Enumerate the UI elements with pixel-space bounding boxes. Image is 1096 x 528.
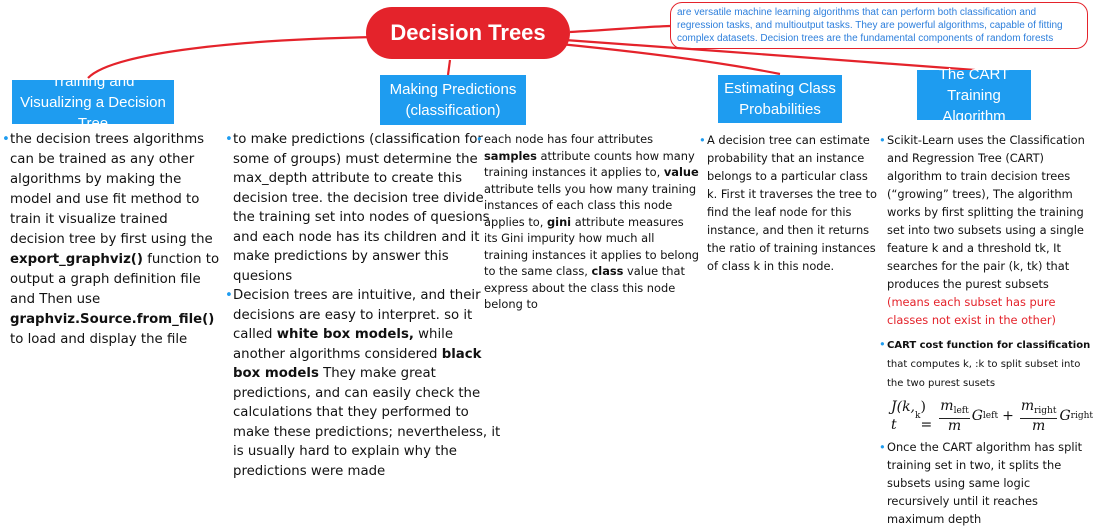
bullet-text: each node has four attributes samples at… — [484, 132, 699, 311]
text-run: value that express about the class this … — [484, 264, 685, 311]
topic-cart-algorithm[interactable]: The CART Training Algorithm — [917, 66, 1031, 125]
formula-m-left-sub: left — [953, 406, 969, 416]
root-node[interactable]: Decision Trees — [366, 7, 570, 59]
formula-lhs-end: ) = — [920, 399, 933, 433]
bullet-item: • to make predictions (classification fo… — [225, 130, 501, 286]
text-run: Scikit-Learn uses the Classification and… — [887, 133, 1085, 291]
bullet-dot-icon: • — [2, 132, 10, 147]
formula-lhs-sub: k — [915, 411, 921, 421]
connector-root-topic4 — [564, 38, 976, 72]
text-run: attribute counts how many training insta… — [484, 148, 695, 180]
column-estimate: • A decision tree can estimate probabili… — [699, 131, 881, 275]
bullet-dot-icon: • — [476, 132, 483, 146]
column-training: • the decision trees algorithms can be t… — [2, 130, 224, 350]
bullet-text: Scikit-Learn uses the Classification and… — [887, 133, 1085, 327]
bullet-text: the decision trees algorithms can be tra… — [10, 132, 219, 347]
fraction-right: mright m — [1019, 398, 1058, 434]
bullet-item: • A decision tree can estimate probabili… — [699, 131, 881, 275]
text-run: each node has four attributes — [484, 132, 654, 146]
bullet-dot-icon: • — [879, 440, 886, 454]
column-predictions: • to make predictions (classification fo… — [225, 130, 501, 481]
column-cart: • Scikit-Learn uses the Classification a… — [879, 131, 1093, 528]
connector-root-topic3 — [559, 42, 781, 76]
bold-term: white box models, — [276, 327, 414, 342]
text-run: Decision trees are intuitive, and their … — [233, 288, 481, 342]
bold-term: black box models — [233, 346, 482, 382]
topic-label: The CART Training Algorithm — [938, 65, 1010, 125]
bullet-dot-icon: • — [225, 288, 233, 303]
topic-label: Estimating Class Probabilities — [724, 80, 836, 118]
root-note: are versatile machine learning algorithm… — [670, 2, 1088, 49]
bullet-item: • Scikit-Learn uses the Classification a… — [879, 131, 1093, 329]
bullet-item: • the decision trees algorithms can be t… — [2, 130, 224, 350]
formula-g-right-sub: right — [1070, 411, 1093, 421]
connector-root-note — [569, 24, 671, 34]
topic-label: Training and Visualizing a Decision Tree — [20, 72, 166, 132]
column-probabilities: • each node has four attributes samples … — [476, 131, 700, 313]
connector-lines — [87, 24, 976, 79]
bold-term: samples — [484, 148, 537, 163]
cost-function-title: CART cost function for classification — [887, 340, 1091, 351]
bullet-dot-icon: • — [879, 337, 886, 351]
bullet-item: • each node has four attributes samples … — [476, 131, 700, 313]
bold-term: gini — [547, 214, 572, 229]
topic-estimating-probabilities[interactable]: Estimating Class Probabilities — [718, 75, 842, 123]
formula-den-left: m — [947, 418, 962, 434]
bold-term: export_graphviz() — [10, 252, 143, 267]
bullet-text: Decision trees are intuitive, and their … — [233, 288, 500, 479]
bold-term: value — [663, 165, 699, 179]
bullet-dot-icon: • — [879, 133, 886, 147]
text-run: attribute tells you how many training in… — [484, 181, 697, 229]
connector-root-topic1 — [87, 35, 377, 79]
fraction-left: mleft m — [939, 398, 970, 434]
bullet-text: Once the CART algorithm has split traini… — [887, 440, 1083, 526]
formula-m-right: m — [1020, 398, 1035, 414]
text-run: to load and display the file — [10, 332, 188, 347]
cost-function-desc: that computes k, :k to split subset into… — [887, 359, 1081, 389]
bold-term: class — [591, 264, 624, 278]
bullet-text: A decision tree can estimate probability… — [707, 133, 877, 273]
formula-den-right: m — [1031, 418, 1046, 434]
text-run: function to output a graph definition fi… — [10, 252, 220, 307]
text-run: attribute measures its Gini impurity how… — [484, 214, 700, 279]
formula-g-right: G — [1059, 408, 1071, 424]
text-run: to make predictions (classification for … — [233, 132, 490, 284]
root-note-text: are versatile machine learning algorithm… — [677, 7, 1063, 44]
bullet-item: • Decision trees are intuitive, and thei… — [225, 286, 501, 481]
bullet-dot-icon: • — [699, 133, 706, 147]
topic-label: Making Predictions (classification) — [389, 81, 517, 119]
formula-plus: + — [1002, 408, 1014, 424]
bullet-item: • Once the CART algorithm has split trai… — [879, 438, 1093, 528]
root-title: Decision Trees — [390, 20, 546, 45]
formula-m-left: m — [940, 398, 954, 414]
bullet-dot-icon: • — [225, 132, 233, 147]
formula-g-left-sub: left — [982, 411, 999, 421]
text-run: the decision trees algorithms can be tra… — [10, 132, 213, 247]
bullet-item-cost-function: • CART cost function for classification … — [879, 335, 1093, 434]
bullet-text: to make predictions (classification for … — [233, 132, 490, 284]
formula-m-right-sub: right — [1034, 406, 1057, 416]
bold-term: graphviz.Source.from_file() — [10, 312, 215, 327]
topic-training-visualizing[interactable]: Training and Visualizing a Decision Tree — [12, 73, 174, 132]
connector-root-topic2 — [446, 59, 452, 76]
text-run: A decision tree can estimate probability… — [707, 133, 878, 273]
text-run: They make great predictions, and can eas… — [233, 366, 501, 479]
topic-making-predictions[interactable]: Making Predictions (classification) — [380, 75, 526, 125]
formula-lhs: J(k, t — [891, 399, 916, 433]
highlight-text: (means each subset has pure classes not … — [887, 295, 1056, 327]
formula-g-left: G — [971, 408, 983, 424]
text-run: while another algorithms considered — [233, 327, 454, 362]
